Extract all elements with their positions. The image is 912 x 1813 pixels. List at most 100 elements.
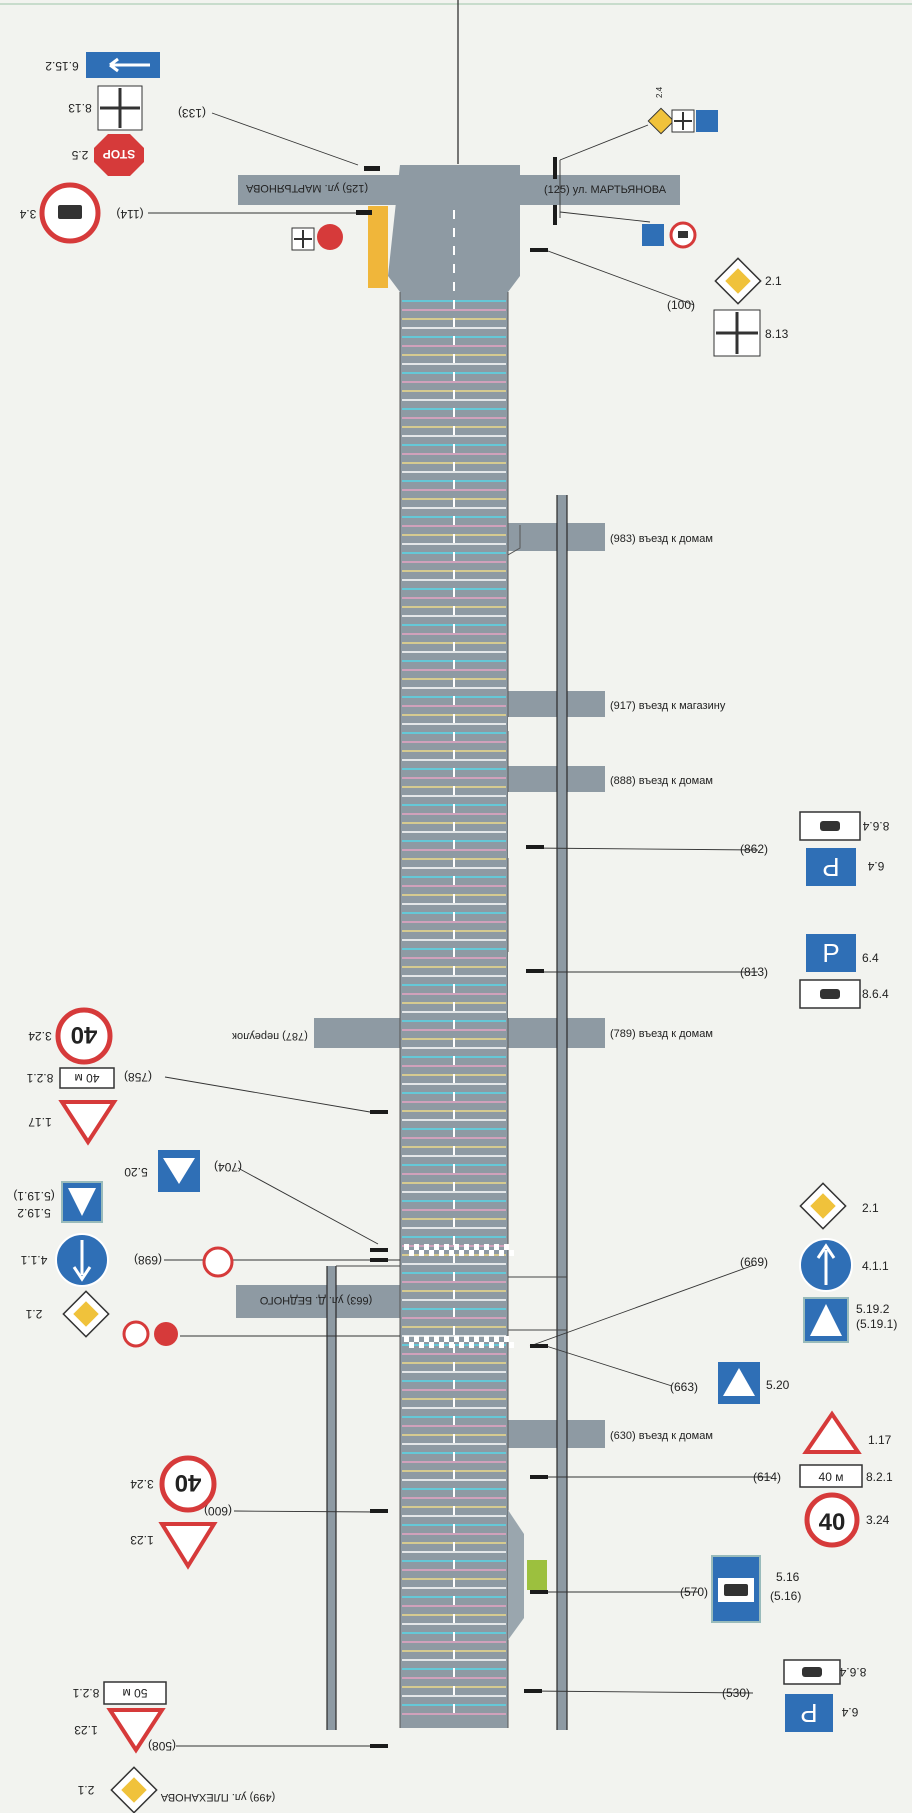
- lane-stripe: [402, 1083, 506, 1085]
- centre-dash: [453, 408, 455, 417]
- lane-stripe: [402, 885, 506, 887]
- lane-stripe: [402, 1047, 506, 1049]
- lane-stripe: [402, 669, 506, 671]
- lane-stripe: [402, 381, 506, 383]
- svg-text:2.1: 2.1: [25, 1307, 42, 1321]
- centre-dash: [453, 1578, 455, 1587]
- zebra-block: [469, 1250, 474, 1256]
- lane-stripe: [402, 1029, 506, 1031]
- lane-stripe: [402, 561, 506, 563]
- station-530: (530): [722, 1686, 750, 1700]
- svg-text:2.1: 2.1: [862, 1201, 879, 1215]
- station-133: (133): [178, 106, 206, 120]
- sign-group-614: 1.17 40 м 8.2.1 40 3.24: [799, 1410, 893, 1548]
- street-label-mid-left: (663) ул. Д. БЕДНОГО: [259, 1294, 372, 1306]
- station-114: (114): [116, 207, 143, 221]
- zebra-block: [414, 1244, 419, 1250]
- lane-stripe: [402, 903, 506, 905]
- driveway-label-983: (983) въезд к домам: [610, 533, 713, 545]
- zebra-block: [429, 1250, 434, 1256]
- stop-line-box: [368, 206, 388, 288]
- centre-dash: [453, 210, 455, 219]
- lane-stripe: [402, 1461, 506, 1463]
- sign-group-600: 40 3.24 1.23: [130, 1455, 218, 1570]
- svg-text:P: P: [822, 938, 839, 968]
- svg-text:8.6.4: 8.6.4: [839, 1665, 866, 1679]
- centre-dash: [453, 1326, 455, 1335]
- centre-dash: [453, 804, 455, 813]
- sign-group-570: 5.16 (5.16): [711, 1555, 801, 1623]
- svg-text:6.4: 6.4: [862, 951, 879, 965]
- lane-stripe: [402, 1317, 506, 1319]
- sign-group-663: 5.20: [718, 1362, 790, 1404]
- lane-stripe: [402, 723, 506, 725]
- station-663: (663): [670, 1380, 698, 1394]
- centre-dash: [453, 1074, 455, 1083]
- lane-stripe: [402, 579, 506, 581]
- lane-stripe: [402, 1407, 506, 1409]
- zebra-block: [414, 1336, 419, 1342]
- leader-lines: [148, 112, 771, 1747]
- svg-text:6.15.2: 6.15.2: [45, 59, 79, 73]
- crosswalks: [404, 1244, 514, 1348]
- sign-cluster-top-right: 2.4: [647, 86, 718, 135]
- centre-dash: [453, 1020, 455, 1029]
- station-labels: (133) (114) (758) (704) (698) (600) (508…: [116, 106, 781, 1753]
- centre-dash: [453, 552, 455, 561]
- sign-group-100: 2.1 8.13: [713, 257, 789, 357]
- centre-dash: [453, 624, 455, 633]
- station-704: (704): [214, 1160, 242, 1174]
- centre-dash: [453, 1128, 455, 1137]
- svg-text:(5.16): (5.16): [770, 1589, 801, 1603]
- centre-dash: [453, 390, 455, 399]
- zebra-block: [464, 1336, 469, 1342]
- zebra-block: [444, 1244, 449, 1250]
- centre-dash: [453, 462, 455, 471]
- zebra-block: [424, 1336, 429, 1342]
- lane-stripe: [402, 1119, 506, 1121]
- lane-stripe: [402, 651, 506, 653]
- svg-text:5.20: 5.20: [766, 1378, 790, 1392]
- lane-stripe: [402, 507, 506, 509]
- lane-stripe: [402, 1263, 506, 1265]
- street-label-top-left: (125) ул. МАРТЬЯНОВА: [245, 182, 368, 194]
- svg-text:4.1.1: 4.1.1: [862, 1259, 889, 1273]
- zebra-block: [419, 1342, 424, 1348]
- sign-group-left-mid: 2.1: [25, 1290, 178, 1348]
- centre-dash: [453, 948, 455, 957]
- svg-text:3.24: 3.24: [130, 1477, 154, 1491]
- lane-stripe: [402, 687, 506, 689]
- zebra-block: [454, 1336, 459, 1342]
- centre-dash: [453, 1434, 455, 1443]
- svg-text:(5.19.1): (5.19.1): [13, 1189, 54, 1203]
- lane-stripe: [402, 975, 506, 977]
- centre-dash: [453, 444, 455, 453]
- centre-dash: [453, 1362, 455, 1371]
- zebra-block: [449, 1250, 454, 1256]
- lane-stripe: [402, 813, 506, 815]
- centre-dash: [453, 318, 455, 327]
- centre-dash: [453, 1506, 455, 1515]
- centre-dash: [453, 1380, 455, 1389]
- centre-dash: [453, 966, 455, 975]
- lane-stripe: [402, 615, 506, 617]
- lane-stripe: [402, 1137, 506, 1139]
- svg-text:STOP: STOP: [103, 147, 135, 161]
- lane-stripe: [402, 993, 506, 995]
- station-862: (862): [740, 842, 768, 856]
- zebra-block: [449, 1342, 454, 1348]
- centre-dash: [453, 1200, 455, 1209]
- lane-stripe: [402, 597, 506, 599]
- centre-dash: [453, 876, 455, 885]
- lane-stripe: [402, 345, 506, 347]
- centre-dash: [453, 1470, 455, 1479]
- station-758: (758): [124, 1070, 152, 1084]
- street-label-bottom-left: (499) ул. ПЛЕХАНОВА: [160, 1791, 275, 1803]
- crosswalk-sign: [696, 110, 718, 132]
- lane-stripe: [402, 1299, 506, 1301]
- lane-markings: [402, 210, 506, 1715]
- lane-stripe: [402, 1371, 506, 1373]
- sign-group-small-top: [291, 224, 343, 251]
- lane-stripe: [402, 1713, 506, 1715]
- centre-dash: [453, 660, 455, 669]
